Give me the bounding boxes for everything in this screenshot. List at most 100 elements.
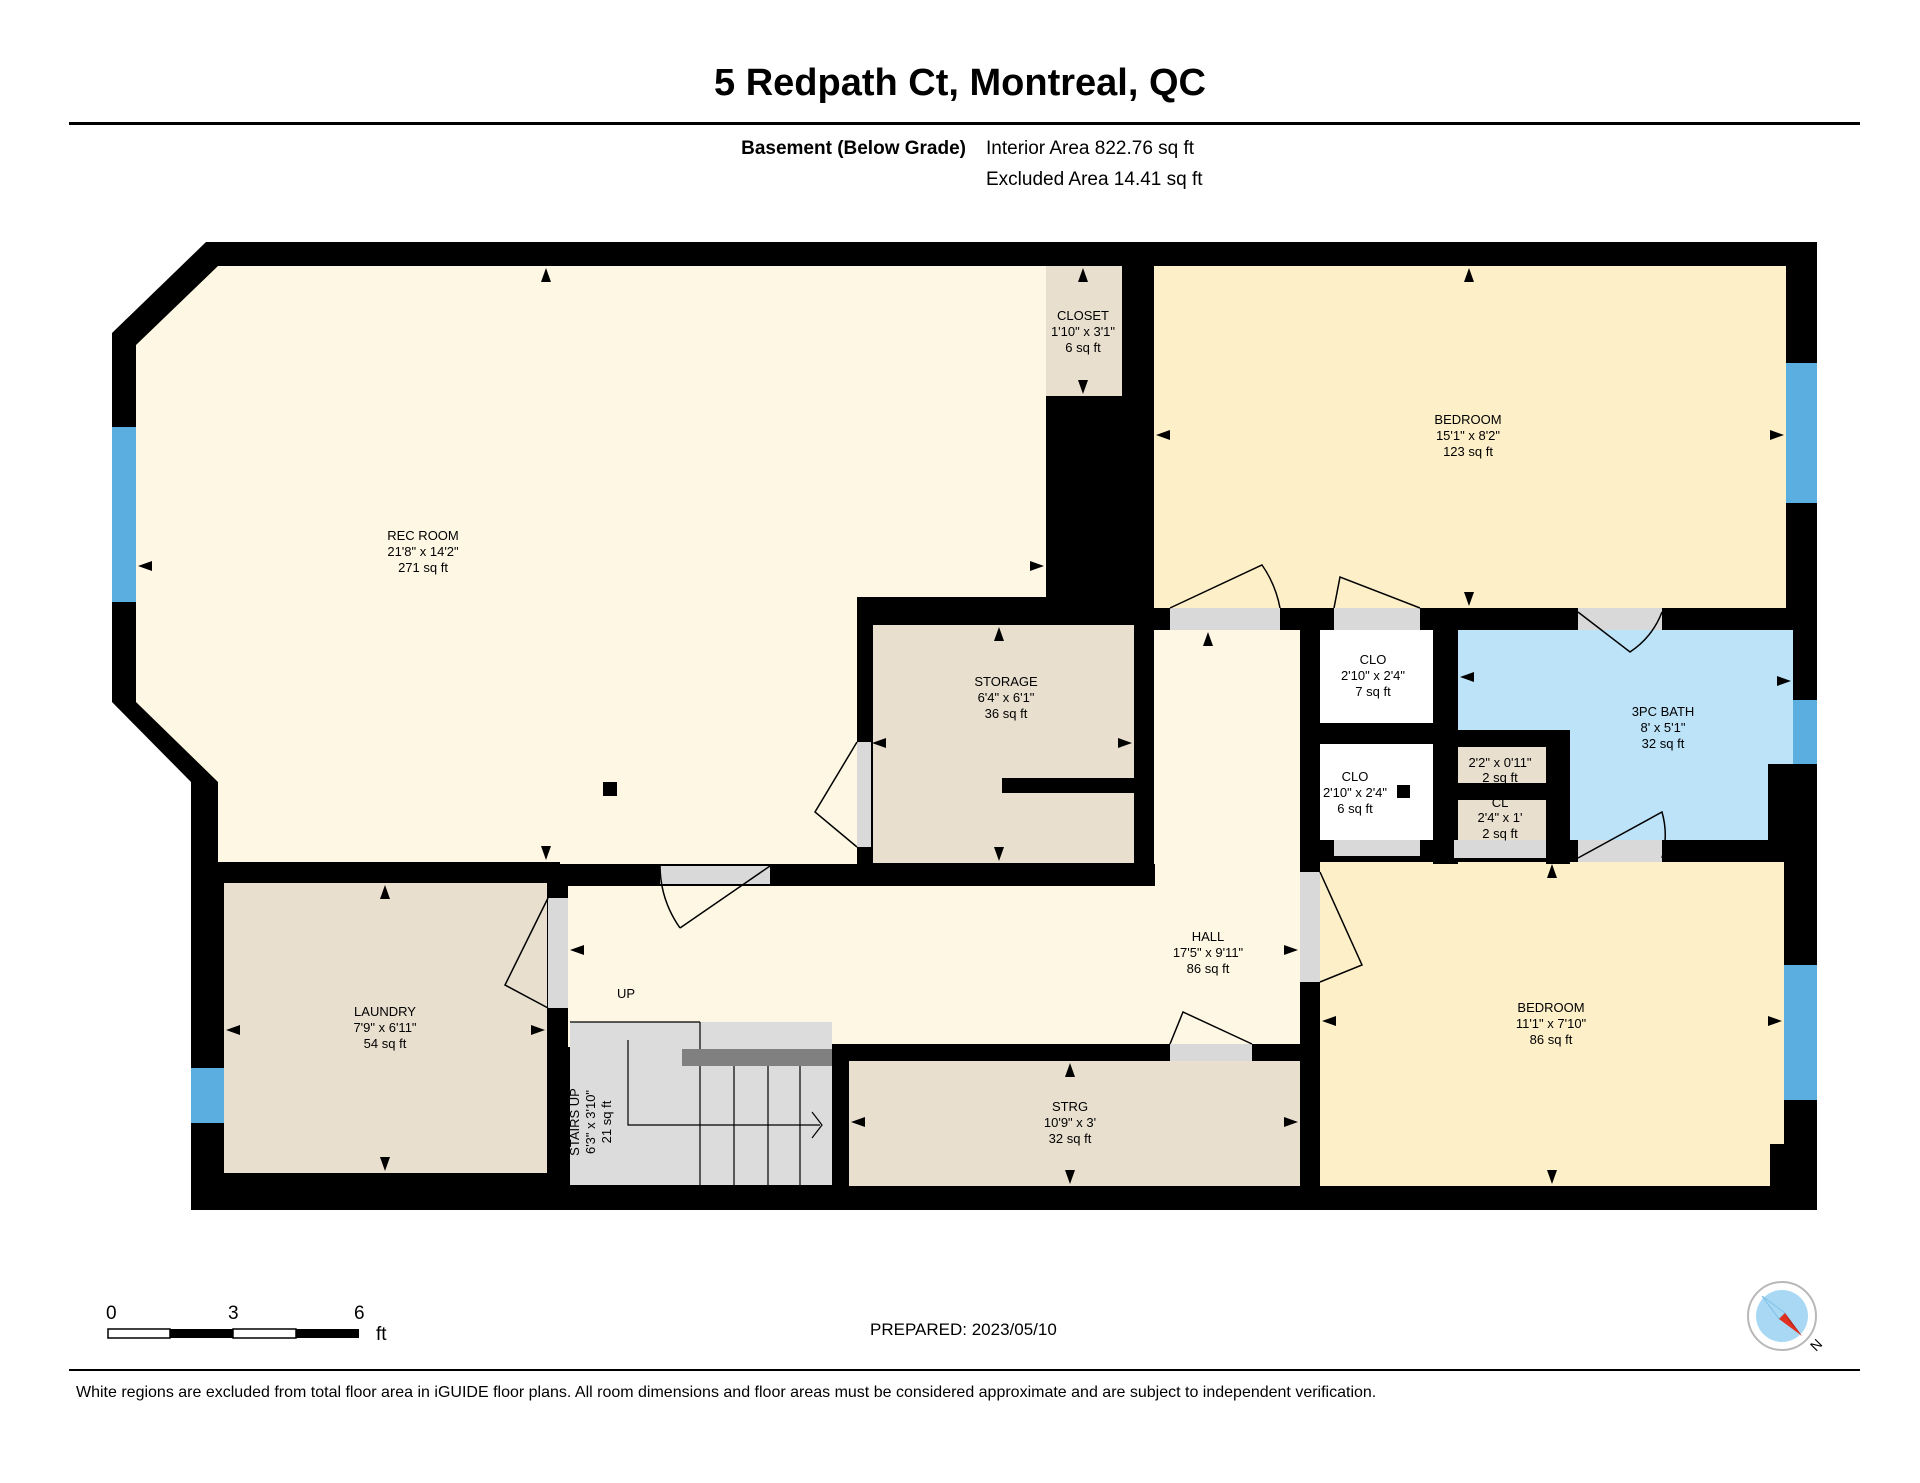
- svg-text:1'10" x 3'1": 1'10" x 3'1": [1051, 324, 1115, 339]
- svg-text:REC ROOM: REC ROOM: [387, 528, 459, 543]
- stair-rail: [682, 1049, 832, 1066]
- title-rule: [69, 122, 1860, 125]
- page-title: 5 Redpath Ct, Montreal, QC: [714, 62, 1206, 104]
- svg-text:7 sq ft: 7 sq ft: [1355, 684, 1391, 699]
- label-clo-1: CLO 2'10" x 2'4" 7 sq ft: [1341, 652, 1405, 699]
- svg-text:11'1" x 7'10": 11'1" x 7'10": [1516, 1016, 1587, 1031]
- svg-text:17'5" x 9'11": 17'5" x 9'11": [1173, 945, 1244, 960]
- svg-text:15'1" x 8'2": 15'1" x 8'2": [1436, 428, 1500, 443]
- label-cl-1: CL 2'2" x 0'11" 2 sq ft: [1468, 734, 1531, 785]
- window: [191, 1068, 224, 1123]
- svg-text:CLO: CLO: [1342, 769, 1369, 784]
- label-clo-2: CLO 2'10" x 2'4" 6 sq ft: [1323, 769, 1387, 816]
- svg-text:STORAGE: STORAGE: [974, 674, 1038, 689]
- window: [1784, 965, 1817, 1100]
- svg-text:BEDROOM: BEDROOM: [1517, 1000, 1584, 1015]
- closet: [1046, 266, 1122, 396]
- svg-text:7'9" x 6'11": 7'9" x 6'11": [353, 1020, 416, 1035]
- svg-text:6'3" x 3'10": 6'3" x 3'10": [583, 1090, 598, 1154]
- wall: [1456, 783, 1570, 800]
- scale-tick-3: 3: [228, 1303, 239, 1324]
- clo-1: [1315, 629, 1433, 723]
- svg-text:2 sq ft: 2 sq ft: [1482, 770, 1518, 785]
- doors: [548, 608, 1662, 1061]
- wall: [1122, 266, 1154, 396]
- compass-icon: [1747, 1281, 1817, 1351]
- wall: [548, 864, 1155, 886]
- prepared-date: PREPARED: 2023/05/10: [870, 1320, 1057, 1339]
- label-bath: 3PC BATH 8' x 5'1" 32 sq ft: [1632, 704, 1695, 751]
- svg-text:3PC BATH: 3PC BATH: [1632, 704, 1695, 719]
- wall: [1134, 597, 1154, 886]
- door-swings: [504, 564, 1666, 1045]
- window: [112, 427, 136, 602]
- column: [1397, 785, 1410, 798]
- window: [1793, 700, 1817, 764]
- stair-treads: [570, 1021, 823, 1185]
- storage-partition: [1002, 778, 1010, 793]
- label-stairs: STAIRS UP 6'3" x 3'10" 21 sq ft: [567, 1088, 614, 1156]
- dimension-arrows: [138, 268, 1791, 1184]
- label-laundry: LAUNDRY 7'9" x 6'11" 54 sq ft: [353, 1004, 416, 1051]
- wall: [218, 862, 560, 882]
- cl-1: [1456, 747, 1546, 783]
- label-bedroom-2: BEDROOM 11'1" x 7'10" 86 sq ft: [1516, 1000, 1587, 1047]
- svg-text:2'10" x 2'4": 2'10" x 2'4": [1341, 668, 1405, 683]
- label-bedroom-1: BEDROOM 15'1" x 8'2" 123 sq ft: [1434, 412, 1501, 459]
- bedroom-2: [1320, 862, 1784, 1186]
- svg-text:123 sq ft: 123 sq ft: [1443, 444, 1493, 459]
- bedroom-1: [1154, 266, 1786, 608]
- rec-room: [136, 266, 1046, 864]
- svg-text:CL: CL: [1492, 734, 1509, 749]
- svg-text:6 sq ft: 6 sq ft: [1065, 340, 1101, 355]
- disclaimer: White regions are excluded from total fl…: [76, 1384, 1377, 1401]
- svg-text:32 sq ft: 32 sq ft: [1049, 1131, 1092, 1146]
- laundry-room: [224, 883, 547, 1173]
- svg-text:6'4" x 6'1": 6'4" x 6'1": [978, 690, 1035, 705]
- svg-text:36 sq ft: 36 sq ft: [985, 706, 1028, 721]
- svg-text:STAIRS UP: STAIRS UP: [567, 1088, 582, 1156]
- wall: [1046, 396, 1154, 625]
- svg-text:STRG: STRG: [1052, 1099, 1088, 1114]
- label-strg: STRG 10'9" x 3' 32 sq ft: [1044, 1099, 1096, 1146]
- svg-text:21 sq ft: 21 sq ft: [599, 1100, 614, 1143]
- svg-text:CL: CL: [1492, 795, 1509, 810]
- svg-text:2 sq ft: 2 sq ft: [1482, 826, 1518, 841]
- svg-text:32 sq ft: 32 sq ft: [1642, 736, 1685, 751]
- svg-text:CLOSET: CLOSET: [1057, 308, 1109, 323]
- scale-tick-0: 0: [106, 1303, 117, 1324]
- svg-text:2'2" x 0'11": 2'2" x 0'11": [1468, 755, 1531, 770]
- wall: [1315, 723, 1433, 744]
- interior-area: Interior Area 822.76 sq ft: [986, 138, 1195, 159]
- window: [1786, 363, 1817, 503]
- svg-text:21'8" x 14'2": 21'8" x 14'2": [387, 544, 459, 559]
- excluded-area: Excluded Area 14.41 sq ft: [986, 169, 1203, 190]
- hall: [568, 630, 1300, 1047]
- floor-label: Basement (Below Grade): [741, 138, 966, 159]
- compass-north-label: N: [1807, 1336, 1825, 1354]
- svg-text:2'4" x 1': 2'4" x 1': [1478, 810, 1523, 825]
- footer-rule: [69, 1369, 1860, 1371]
- wall: [1768, 764, 1794, 840]
- wall: [1300, 840, 1794, 862]
- storage-room: [870, 625, 1134, 863]
- svg-text:54 sq ft: 54 sq ft: [364, 1036, 407, 1051]
- scale-tick-6: 6: [354, 1303, 365, 1324]
- wall: [1433, 608, 1458, 864]
- label-hall: HALL 17'5" x 9'11" 86 sq ft: [1173, 929, 1244, 976]
- cl-2: [1454, 800, 1554, 840]
- svg-text:CLO: CLO: [1360, 652, 1387, 667]
- svg-text:LAUNDRY: LAUNDRY: [354, 1004, 416, 1019]
- column: [603, 782, 617, 796]
- svg-text:2'10" x 2'4": 2'10" x 2'4": [1323, 785, 1387, 800]
- strg-room: [849, 1061, 1300, 1186]
- label-rec-room: REC ROOM 21'8" x 14'2" 271 sq ft: [387, 528, 459, 575]
- scale-bar: [107, 1328, 359, 1339]
- label-storage: STORAGE 6'4" x 6'1" 36 sq ft: [974, 674, 1038, 721]
- svg-text:271 sq ft: 271 sq ft: [398, 560, 448, 575]
- svg-text:86 sq ft: 86 sq ft: [1530, 1032, 1573, 1047]
- wall: [1458, 730, 1570, 747]
- svg-text:HALL: HALL: [1192, 929, 1225, 944]
- clo-2: [1315, 744, 1433, 840]
